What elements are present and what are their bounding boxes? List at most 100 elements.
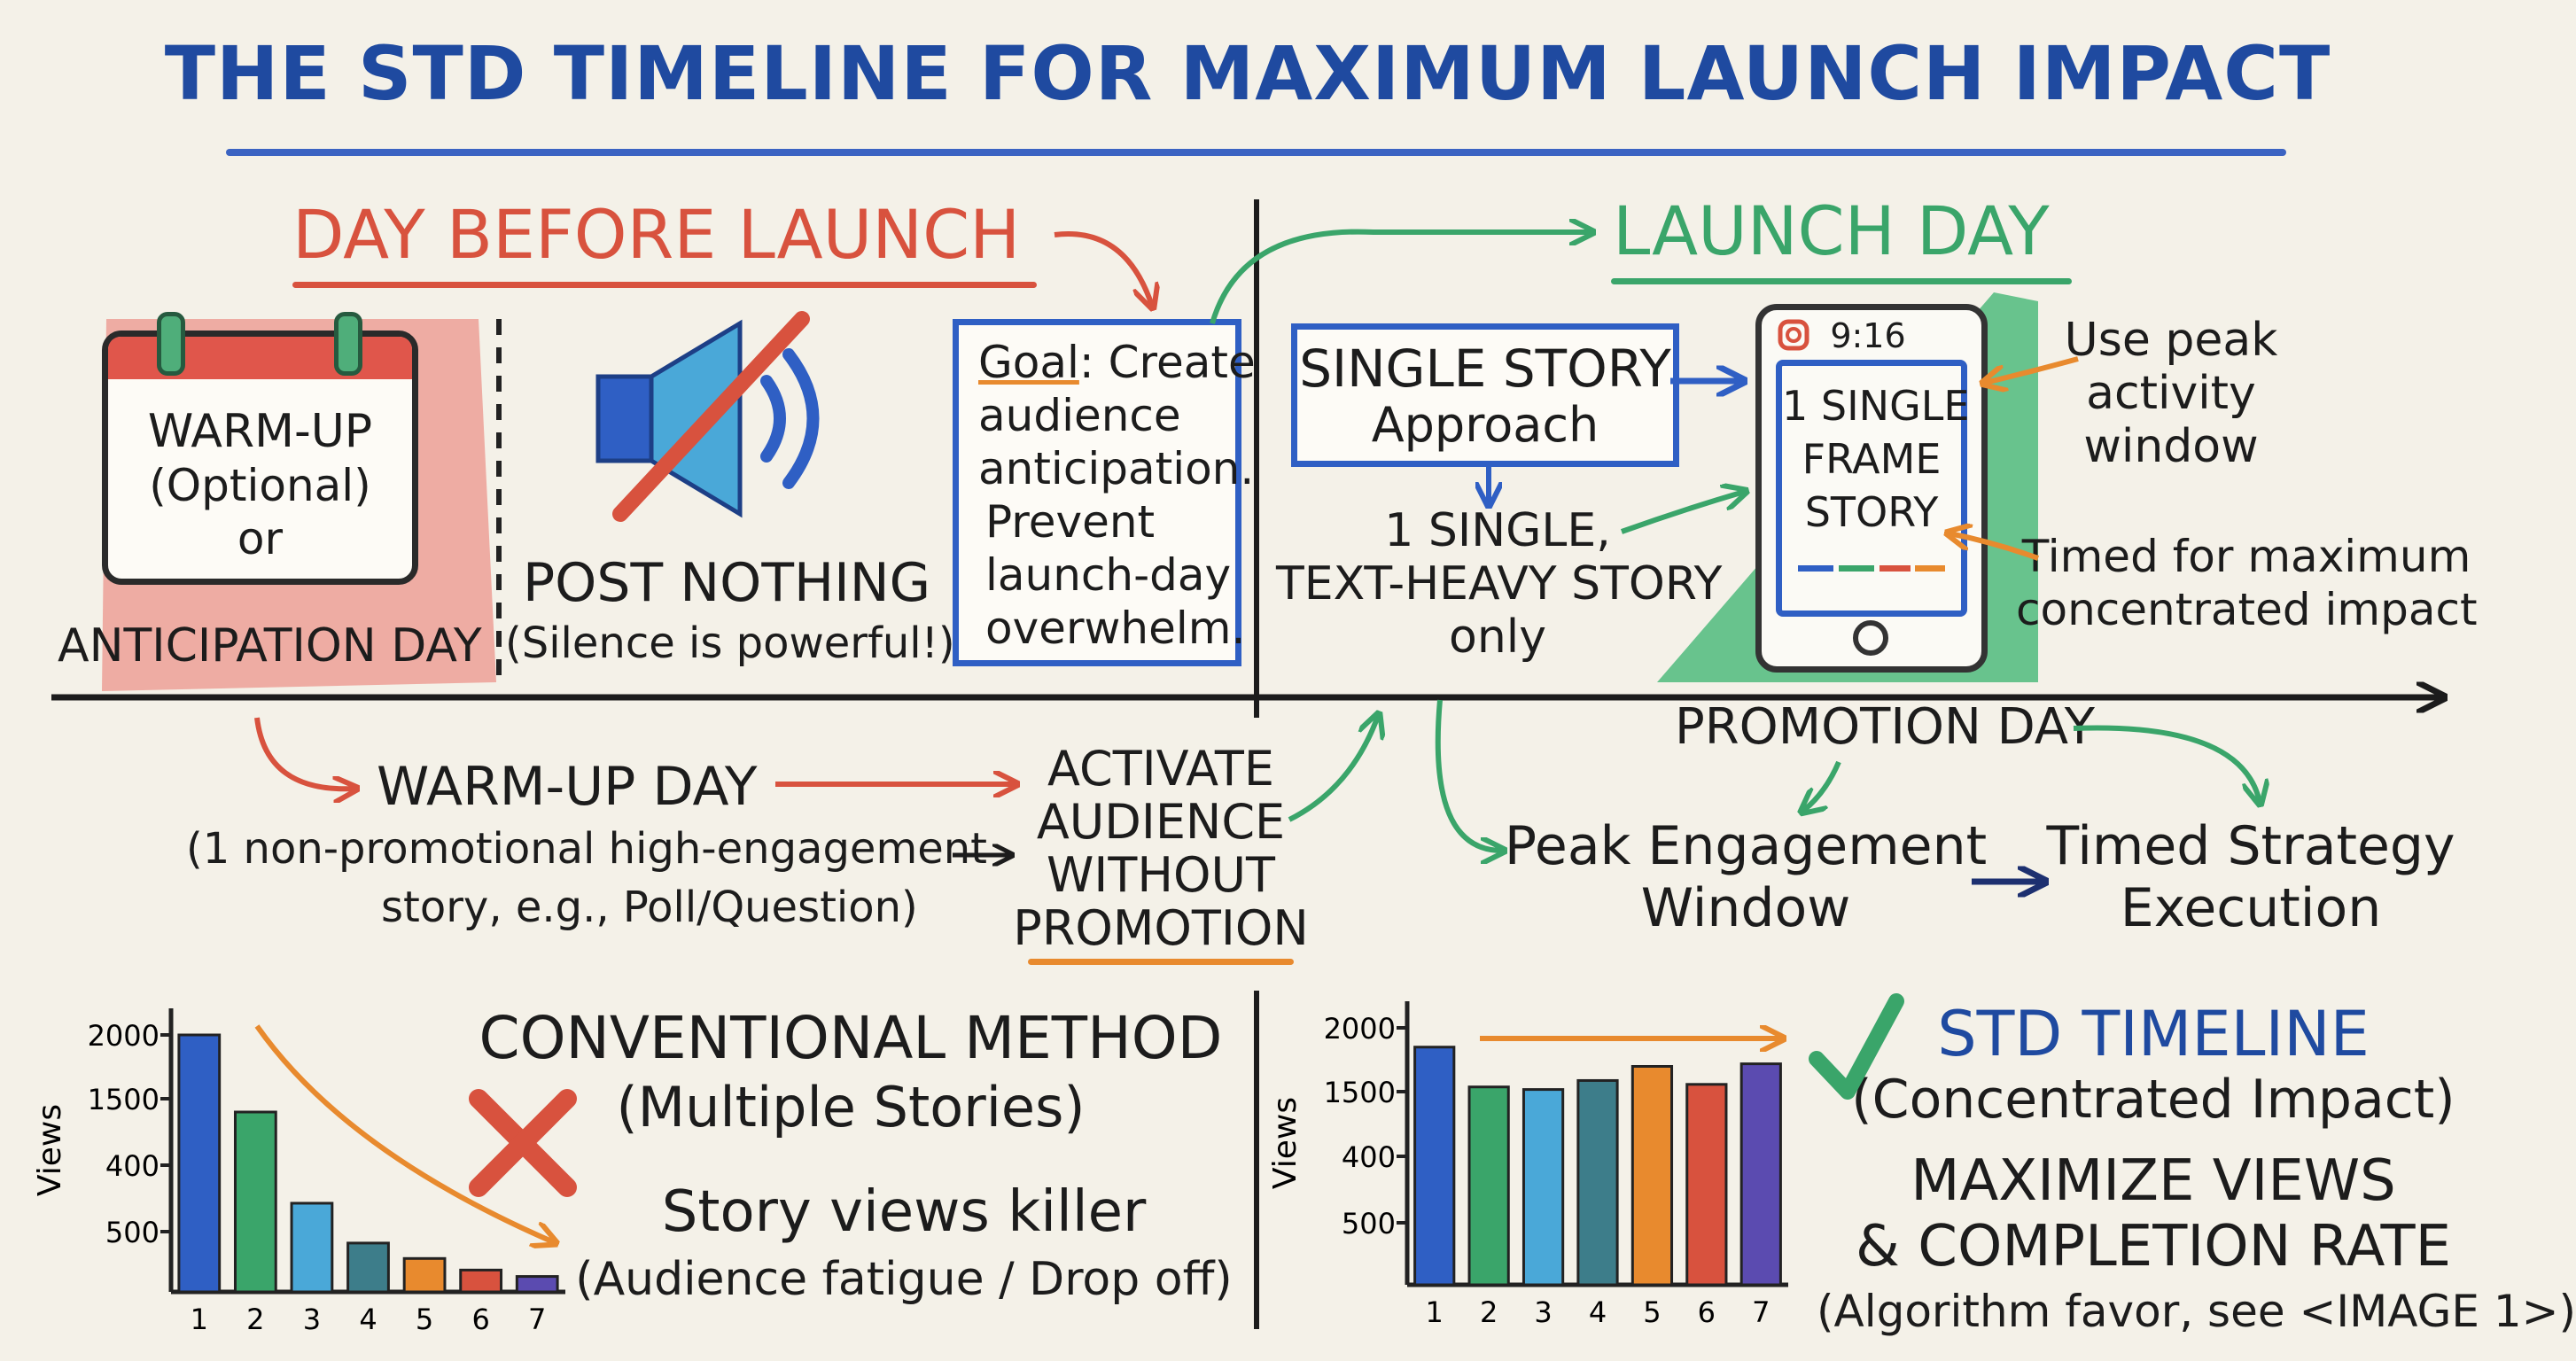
phone-time: 9:16 <box>1830 316 1906 355</box>
chart-2-bar <box>1685 1083 1728 1287</box>
smartphone-icon: 9:16 1 SINGLE FRAME STORY <box>1755 304 1988 673</box>
heading-arrow <box>1054 231 1152 306</box>
cross-icon <box>469 1089 577 1197</box>
day-before-underline <box>292 282 1037 288</box>
text-heavy-line-2: only <box>1449 611 1546 664</box>
activate-line-2: WITHOUT <box>1047 847 1275 903</box>
anticipation-day-label: ANTICIPATION DAY <box>58 619 482 673</box>
diagram-overlay: Views 2000 1500 400 500 1 2 3 4 5 6 7 Views 2000 1500… <box>32 199 2495 1336</box>
chart-2-ytick-label: 500 <box>1342 1207 1396 1240</box>
timed-note-1: concentrated impact <box>2016 584 2478 635</box>
chart-2-bar <box>1739 1062 1782 1287</box>
calendar-line-warmup: WARM-UP <box>147 405 373 458</box>
chart-1-bar <box>233 1110 277 1294</box>
chart-2-ytick-label: 1500 <box>1324 1076 1396 1109</box>
text-heavy-line-1: TEXT-HEAVY STORY <box>1276 557 1723 611</box>
conventional-subtitle: (Multiple Stories) <box>616 1075 1086 1139</box>
checkmark-icon <box>1809 993 1904 1100</box>
chart-2-bar <box>1630 1065 1674 1287</box>
day-before-heading: DAY BEFORE LAUNCH <box>292 195 1021 274</box>
std-subtitle: (Concentrated Impact) <box>1851 1069 2455 1131</box>
chart-1-bar <box>515 1275 559 1294</box>
chart-1-bar <box>290 1202 334 1294</box>
goal-line-1: audience <box>978 390 1181 441</box>
chart-1-ylabel: Views <box>32 1104 68 1196</box>
peak-window-1: Window <box>1640 877 1851 939</box>
chart-2-bar <box>1467 1085 1510 1287</box>
conventional-fatigue: (Audience fatigue / Drop off) <box>575 1253 1233 1306</box>
to-launch-arrow <box>1210 232 1591 324</box>
chart-1-xtick-label: 2 <box>246 1303 264 1336</box>
phone-home-button <box>1853 620 1888 656</box>
promo-to-strategy-arrow <box>2073 725 2260 802</box>
goal-label: Goal <box>978 337 1079 388</box>
peak-note-1: activity <box>2086 367 2256 420</box>
goal-box: Goal: Create audience anticipation. Prev… <box>953 319 1256 666</box>
warmup-day-label: WARM-UP DAY <box>377 756 758 818</box>
peak-note-arrow <box>1985 356 2079 383</box>
silence-label: (Silence is powerful!) <box>505 618 955 668</box>
calendar-icon: WARM-UP (Optional) or <box>102 312 418 585</box>
chart-1-ytick-label: 400 <box>105 1149 160 1183</box>
activate-to-launch-arrow <box>1288 716 1378 822</box>
goal-line-2: anticipation. <box>978 443 1255 494</box>
chart-2-xtick-label: 6 <box>1698 1295 1716 1329</box>
std-maximize-0: MAXIMIZE VIEWS <box>1911 1148 2396 1214</box>
chart-1-xtick-label: 1 <box>191 1303 208 1336</box>
goal-line-4: launch-day <box>985 549 1232 601</box>
page-title: THE STD TIMELINE FOR MAXIMUM LAUNCH IMPA… <box>164 30 2331 117</box>
chart-1-ytick-label: 500 <box>105 1216 160 1249</box>
activate-line-3: PROMOTION <box>1013 900 1309 956</box>
chart-2-ylabel: Views <box>1267 1097 1304 1189</box>
promo-to-peak-arrow <box>1803 760 1841 811</box>
to-warmup-arrow <box>254 717 354 789</box>
post-nothing-label: POST NOTHING <box>523 552 931 614</box>
timed-strategy-1: Execution <box>2120 877 2382 939</box>
peak-note-2: window <box>2083 420 2259 473</box>
chart-1-bar <box>459 1268 503 1294</box>
single-story-title: SINGLE STORY <box>1299 338 1671 399</box>
instagram-icon <box>1778 319 1809 351</box>
chart-2-ytick-label: 2000 <box>1324 1012 1396 1046</box>
phone-story-line-0: 1 SINGLE <box>1782 382 1970 430</box>
conventional-killer: Story views killer <box>661 1179 1147 1245</box>
chart-2-xtick-label: 7 <box>1752 1295 1770 1329</box>
activate-line-0: ACTIVATE <box>1047 741 1274 797</box>
chart-1-ytick-label: 2000 <box>88 1019 160 1053</box>
text-to-phone-arrow <box>1620 492 1744 534</box>
warmup-desc-0: (1 non-promotional high-engagement <box>186 824 987 874</box>
muted-speaker-icon <box>595 311 820 522</box>
chart-2-bar <box>1413 1046 1456 1287</box>
warmup-desc-1: story, e.g., Poll/Question) <box>381 883 918 932</box>
std-title: STD TIMELINE <box>1937 998 2370 1070</box>
std-maximize-1: & COMPLETION RATE <box>1856 1214 2451 1279</box>
chart-1-xtick-label: 3 <box>303 1303 321 1336</box>
goal-line-3: Prevent <box>985 496 1156 548</box>
text-heavy-line-0: 1 SINGLE, <box>1384 504 1611 557</box>
chart-2-bar <box>1576 1078 1619 1287</box>
chart-2-xtick-label: 4 <box>1589 1295 1607 1329</box>
activate-line-1: AUDIENCE <box>1036 794 1286 850</box>
phone-story-line-2: STORY <box>1804 488 1939 536</box>
timed-note-0: Timed for maximum <box>2021 531 2471 582</box>
goal-line-0: : Create <box>1078 337 1256 388</box>
peak-window-0: Peak Engagement <box>1504 815 1988 877</box>
title-underline <box>226 149 2286 156</box>
chart-1-ytick-label: 1500 <box>88 1083 160 1116</box>
chart-1-xtick-label: 6 <box>471 1303 489 1336</box>
goal-line-5: overwhelm. <box>985 603 1246 654</box>
chart-2-xtick-label: 2 <box>1480 1295 1498 1329</box>
std-note: (Algorithm favor, see <IMAGE 1>) <box>1817 1286 2576 1337</box>
promotion-day-label: PROMOTION DAY <box>1675 698 2095 756</box>
single-story-box: SINGLE STORY Approach <box>1291 323 1679 467</box>
chart-1-bar <box>402 1256 447 1294</box>
chart-1-xtick-label: 7 <box>528 1303 546 1336</box>
conventional-title: CONVENTIONAL METHOD <box>479 1004 1223 1072</box>
phone-story-line-1: FRAME <box>1802 435 1942 483</box>
chart-2-ytick-label: 400 <box>1342 1140 1396 1174</box>
phone-screen: 1 SINGLE FRAME STORY <box>1776 360 1970 617</box>
to-peak-window-arrow <box>1435 699 1502 851</box>
chart-2-xtick-label: 5 <box>1643 1295 1661 1329</box>
